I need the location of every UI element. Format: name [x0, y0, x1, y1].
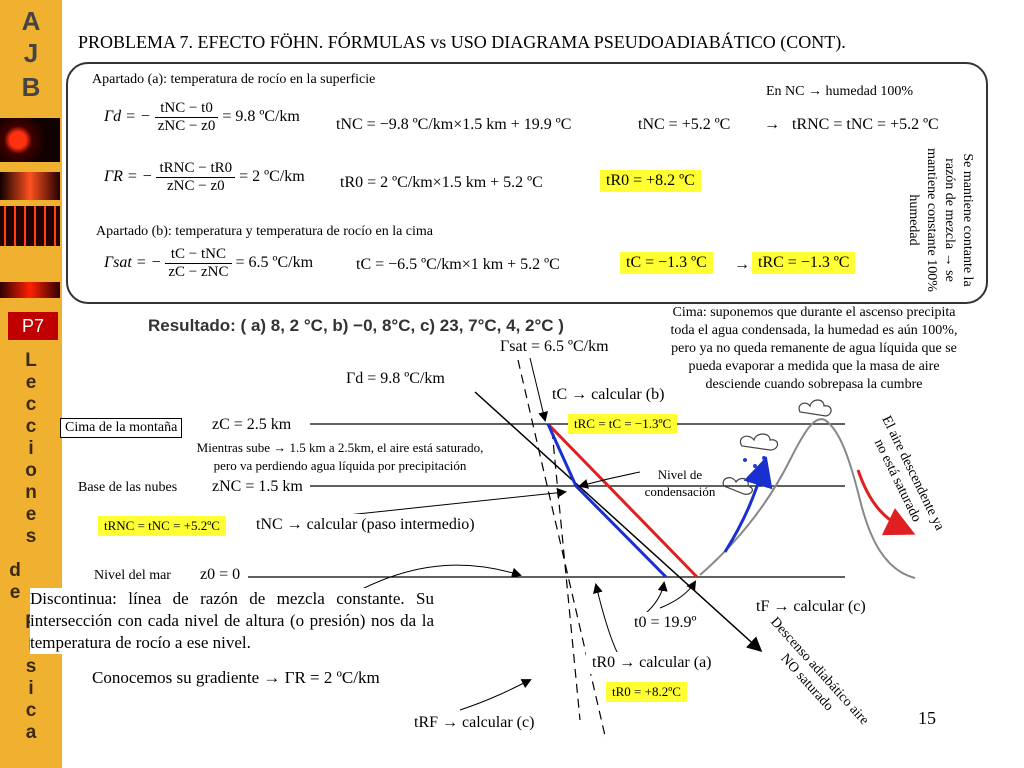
- z0-label: z0 = 0: [194, 564, 247, 586]
- nc-humidity-note: En NC → humedad 100%: [766, 84, 913, 99]
- rising-air-arrow: [723, 456, 773, 553]
- sidebar-vletter: i: [28, 678, 34, 699]
- saturated-note-1: Mientras sube → 1.5 km a 2.5km, el aire …: [196, 440, 484, 455]
- section-a-label: Apartado (a): temperatura de rocío en la…: [92, 72, 376, 87]
- sidebar-vletter: c: [25, 700, 37, 721]
- sidebar-letter-a: A: [21, 6, 41, 36]
- sidebar-vletter: i: [28, 438, 34, 459]
- thumbnail-image-4: [0, 282, 60, 298]
- sidebar-vletter: s: [25, 656, 37, 677]
- problem-badge: P7: [8, 312, 58, 340]
- tr0-box: tR0 = +8.2ºC: [606, 682, 687, 702]
- sidebar-vletter: e: [25, 372, 37, 393]
- formula-tc-calc: tC = −6.5 ºC/km×1 km + 5.2 ºC: [350, 254, 566, 276]
- thumbnail-image-3: [0, 206, 60, 246]
- trf-calc-label: tRF → calcular (c): [408, 712, 541, 734]
- tc-calc-label: tC → calcular (b): [546, 384, 671, 406]
- gradient-note: Conocemos su gradiente → ΓR = 2 ºC/km: [86, 666, 386, 690]
- arrow-icon: →: [758, 114, 786, 136]
- tr0-calc-label: tR0 → calcular (a): [586, 652, 718, 674]
- red-descent-line: [546, 422, 699, 579]
- base-label: Base de las nubes: [78, 480, 178, 495]
- sidebar-vletter: n: [25, 482, 37, 503]
- page-number: 15: [918, 708, 936, 728]
- formula-tc-result: tC = −1.3 ºC: [620, 252, 713, 274]
- trnc-box: tRNC = tNC = +5.2ºC: [98, 516, 226, 536]
- formula-trc-result: tRC = −1.3 ºC: [752, 252, 856, 274]
- sea-level-label: Nivel del mar: [94, 568, 171, 583]
- formula-tnc-calc: tNC = −9.8 ºC/km×1.5 km + 19.9 ºC: [330, 114, 578, 136]
- sidebar-vletter: a: [25, 722, 37, 743]
- page-title: PROBLEMA 7. EFECTO FÖHN. FÓRMULAS vs USO…: [78, 32, 846, 52]
- sidebar-vletter: L: [25, 350, 37, 371]
- formula-trnc: tRNC = tNC = +5.2 ºC: [786, 114, 945, 136]
- mixing-ratio-vertical-note: Se mantiene contante la razón de mezcla …: [906, 148, 975, 292]
- cima-note: Cima: suponemos que durante el ascenso p…: [670, 305, 958, 392]
- sidebar-letter-j: J: [23, 38, 39, 68]
- arrow-icon: →: [728, 254, 756, 276]
- sidebar-vletter: o: [25, 460, 37, 481]
- tf-calc-label: tF → calcular (c): [750, 596, 872, 618]
- sidebar-letter-b: B: [21, 72, 41, 102]
- t0-label: t0 = 19.9º: [628, 612, 703, 634]
- cloud-icon: [739, 433, 779, 451]
- formula-tnc-result: tNC = +5.2 ºC: [632, 114, 737, 136]
- sidebar-vletter: e: [25, 504, 37, 525]
- descending-air-arrow: [856, 469, 916, 536]
- zc-label: zC = 2.5 km: [206, 414, 298, 436]
- blue-ascent-line: [546, 423, 668, 579]
- formula-tr0-result: tR0 = +8.2 ºC: [600, 170, 701, 192]
- trc-box: tRC = tC = −1.3ºC: [568, 414, 678, 434]
- mountain-outline: [699, 418, 916, 579]
- sidebar-vletter: e: [9, 582, 21, 603]
- sidebar-vletter: c: [25, 416, 37, 437]
- discontinuous-line-note: Discontinua: línea de razón de mezcla co…: [30, 588, 434, 654]
- section-b-label: Apartado (b): temperatura y temperatura …: [96, 224, 434, 239]
- gamma-sat-label: Γsat = 6.5 ºC/km: [494, 336, 615, 358]
- mixing-ratio-line-2: [551, 429, 581, 721]
- saturated-note-2: pero va perdiendo agua líquida por preci…: [213, 458, 467, 473]
- sidebar-vletter: s: [25, 526, 37, 547]
- cima-label: Cima de la montaña: [60, 418, 183, 438]
- cloud-icon: [798, 399, 832, 417]
- formula-tr0-calc: tR0 = 2 ºC/km×1.5 km + 5.2 ºC: [334, 172, 549, 194]
- znc-label: zNC = 1.5 km: [206, 476, 309, 498]
- sidebar-vletter: d: [9, 560, 21, 581]
- mixing-ratio-line: [517, 359, 607, 741]
- gamma-d-label: Γd = 9.8 ºC/km: [340, 368, 451, 390]
- tnc-calc-label: tNC → calcular (paso intermedio): [250, 514, 481, 536]
- sidebar-vletter: c: [25, 394, 37, 415]
- condensation-level-label: Nivel de condensación: [644, 467, 716, 499]
- thumbnail-image-2: [0, 172, 60, 200]
- dry-adiabat-line: [474, 391, 763, 653]
- thumbnail-image-1: [0, 118, 60, 162]
- result-line: Resultado: ( a) 8, 2 °C, b) −0, 8°C, c) …: [148, 316, 564, 335]
